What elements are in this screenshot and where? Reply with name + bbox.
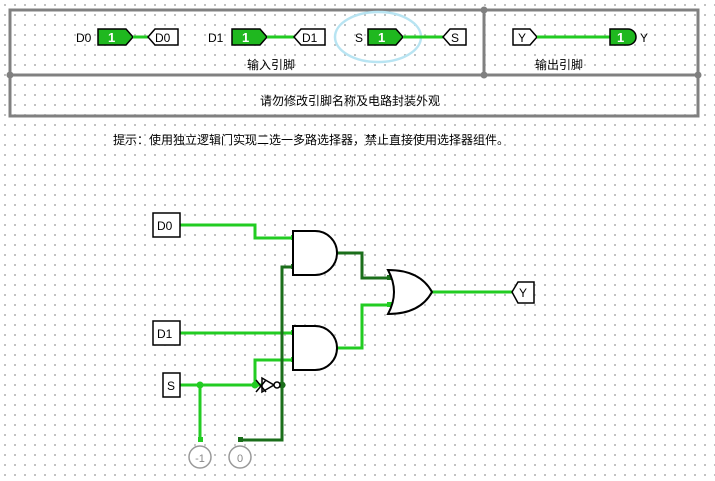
tunnel-s[interactable]: S <box>162 372 181 398</box>
output-pin-y-body[interactable] <box>609 28 637 46</box>
tunnel-y[interactable]: Y <box>511 281 535 304</box>
input-pin-s-label: S <box>355 31 363 45</box>
tunnel-y-body[interactable] <box>511 281 535 304</box>
tunnel-y-header-label: Y <box>518 31 526 45</box>
notice-text: 请勿修改引脚名称及电路封装外观 <box>260 93 440 108</box>
tunnel-d0-body[interactable] <box>152 212 181 238</box>
tunnel-s-body[interactable] <box>162 372 181 398</box>
not-gate-cross-icon <box>255 379 267 393</box>
wire-d0-to-and1 <box>180 223 293 240</box>
tunnel-d0-label: D0 <box>157 219 173 233</box>
constant-neg-one-label: -1 <box>195 453 205 465</box>
header-frame <box>6 6 702 118</box>
wire-not-to-and1 <box>278 265 293 387</box>
output-pin-y-label: Y <box>640 31 648 45</box>
tunnel-d1[interactable]: D1 <box>152 320 181 346</box>
not-gate-bubble <box>273 381 281 389</box>
input-pin-d0-label: D0 <box>76 31 92 45</box>
or-gate[interactable] <box>386 268 434 316</box>
tunnel-s-header-label: S <box>451 31 459 45</box>
frame-joint-left <box>6 71 14 79</box>
input-pin-d1-label: D1 <box>208 31 224 45</box>
tunnel-d0[interactable]: D0 <box>152 212 181 238</box>
output-pin-y[interactable]: Y 1 Y <box>512 28 648 46</box>
tunnel-s-label: S <box>167 379 175 393</box>
tunnel-d0-header-label: D0 <box>155 31 171 45</box>
tunnel-y-header[interactable] <box>512 28 538 46</box>
tunnel-d1-header-label: D1 <box>302 31 318 45</box>
output-pin-y-value: 1 <box>617 30 624 45</box>
and-gate-1[interactable] <box>292 230 338 276</box>
input-pin-d0-body[interactable] <box>97 28 134 46</box>
constant-zero-circle <box>228 445 252 469</box>
tunnel-d1-label: D1 <box>157 327 173 341</box>
wire-and2-to-or <box>335 303 390 350</box>
not-gate[interactable] <box>255 376 281 394</box>
frame-joint-top <box>480 6 488 14</box>
input-pin-s-body[interactable] <box>367 28 404 46</box>
constant-neg-one[interactable]: -1 <box>188 445 212 469</box>
input-section-label: 输入引脚 <box>247 57 295 72</box>
tunnel-d1-body[interactable] <box>152 320 181 346</box>
wire-s-to-and2 <box>180 358 293 387</box>
input-pin-s[interactable]: S 1 S <box>333 10 467 64</box>
junction-s-not <box>251 381 259 389</box>
wire-zero-line <box>240 385 284 442</box>
wire-and1-to-or <box>335 251 390 280</box>
hint-text: 提示：使用独立逻辑门实现二选一多路选择器，禁止直接使用选择器组件。 <box>113 132 509 147</box>
tunnel-d0-header[interactable] <box>147 28 179 46</box>
input-pin-d1-body[interactable] <box>231 28 268 46</box>
junction-s <box>196 381 204 389</box>
tunnel-y-label: Y <box>519 286 527 300</box>
input-pin-d1[interactable]: D1 1 D1 <box>208 28 326 46</box>
and-gate-2[interactable] <box>292 325 338 371</box>
port-neg-one <box>198 437 203 442</box>
constant-zero-label: 0 <box>237 453 243 465</box>
tunnel-s-header[interactable] <box>442 28 467 46</box>
constant-neg-one-circle <box>188 445 212 469</box>
input-pin-d0[interactable]: D0 1 D0 <box>76 28 179 46</box>
output-section-label: 输出引脚 <box>535 57 583 72</box>
outer-frame-border <box>8 8 700 118</box>
input-pin-d1-value: 1 <box>242 30 249 45</box>
port-or-b <box>387 302 392 307</box>
input-pin-d0-value: 1 <box>108 30 115 45</box>
port-or-a <box>387 275 392 280</box>
frame-joint-right <box>694 71 702 79</box>
input-pin-s-value: 1 <box>378 30 385 45</box>
constant-zero[interactable]: 0 <box>228 445 252 469</box>
port-zero <box>238 437 243 442</box>
tunnel-d1-header[interactable] <box>293 28 326 46</box>
frame-joint-middle <box>480 71 488 79</box>
